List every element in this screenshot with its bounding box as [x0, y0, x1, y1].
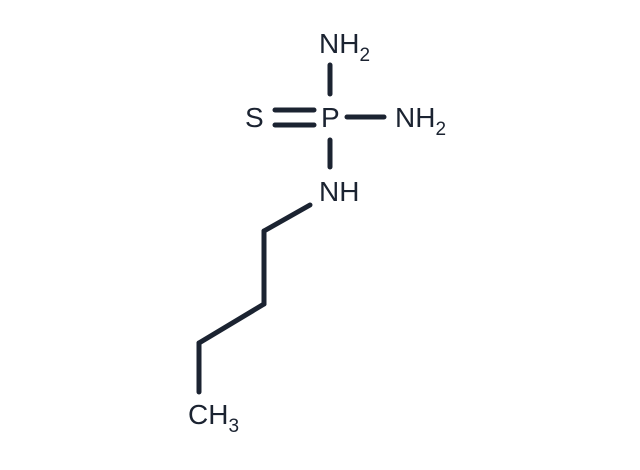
atom-ch3-main: CH — [188, 399, 228, 430]
atom-phosphorus: P — [321, 102, 340, 133]
atom-nh2-top-subscript: 2 — [359, 45, 370, 66]
bonds — [196, 62, 387, 395]
atom-ch3-subscript: 3 — [228, 416, 239, 437]
atom-nh: NH — [319, 176, 359, 207]
atom-nh2-right-main: NH — [395, 102, 435, 133]
atom-phosphorus-main: P — [321, 102, 340, 133]
atom-sulfur: S — [245, 102, 264, 133]
atom-nh2-top-main: NH — [319, 28, 359, 59]
atom-sulfur-main: S — [245, 102, 264, 133]
atom-nh2-right: NH2 — [395, 102, 446, 140]
atom-ch3: CH3 — [188, 399, 239, 437]
bond-c2-c3 — [196, 301, 267, 346]
atom-nh-main: NH — [319, 176, 359, 207]
bond-nh-c1 — [261, 202, 313, 234]
atom-nh2-right-subscript: 2 — [435, 119, 446, 140]
atom-nh2-top: NH2 — [319, 28, 370, 66]
